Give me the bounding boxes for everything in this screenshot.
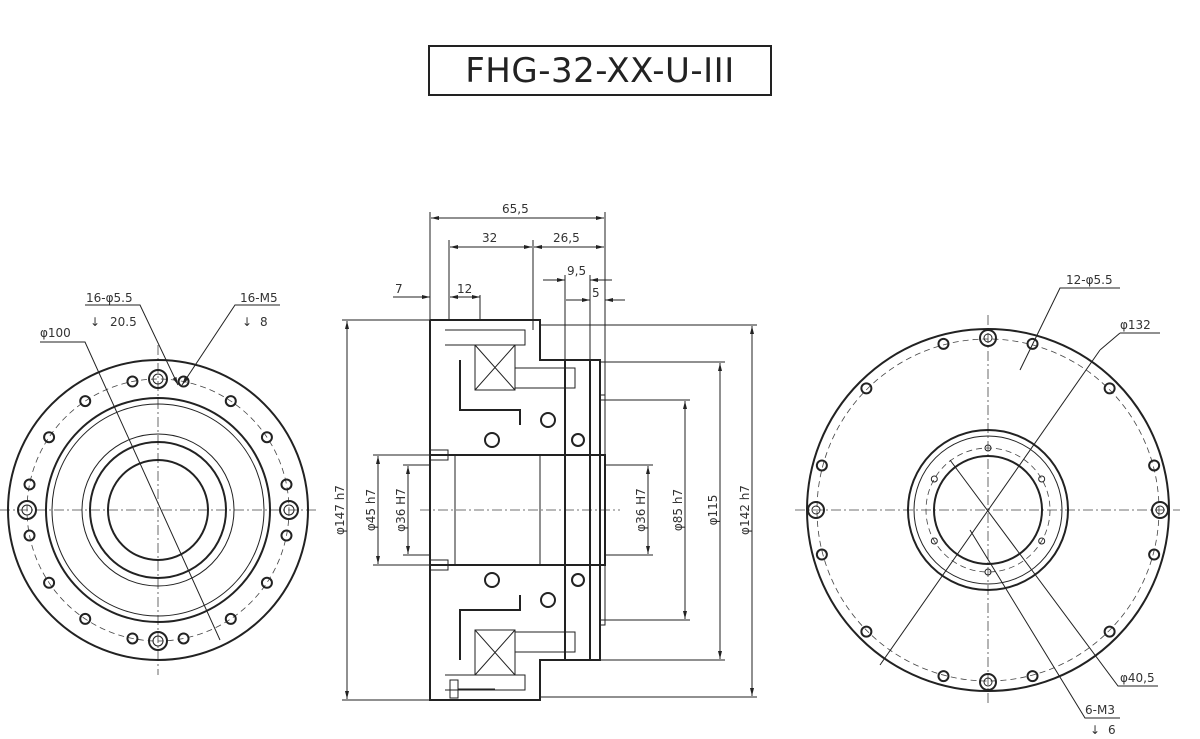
- bolt-hole: [937, 337, 950, 350]
- label-16-M5: 16-M5: [240, 291, 278, 305]
- bolt-hole: [126, 632, 139, 645]
- left-end-view: φ100 16-φ5.5 ↓ 20.5 16-M5 ↓ 8: [0, 291, 318, 675]
- bolt-hole: [43, 431, 56, 444]
- counterbore-hole: [148, 631, 168, 651]
- bolt-holes-left: [17, 369, 299, 651]
- dim-5: 5: [592, 286, 600, 300]
- counterbore-hole: [283, 504, 295, 516]
- bearings: [449, 344, 585, 699]
- counterbore-hole: [152, 635, 164, 647]
- bolt-hole: [860, 382, 873, 395]
- dim-label: φ45 h7: [364, 489, 378, 531]
- label-12-phi5.5: 12-φ5.5: [1066, 273, 1113, 287]
- vertical-dimensions: φ147 h7 φ45 h7 φ36 H7 φ36 H7 φ85 h7 φ115 φ142 …: [333, 319, 757, 701]
- label-depth-20.5: 20.5: [110, 315, 137, 329]
- bolt-hole: [1148, 459, 1161, 472]
- counterbore-hole: [979, 329, 997, 347]
- counterbore-hole: [148, 369, 168, 389]
- bolt-hole: [224, 395, 237, 408]
- leader-phi100: [40, 341, 221, 641]
- bolt-hole: [815, 459, 828, 472]
- bolt-hole: [260, 431, 273, 444]
- bolt-hole: [177, 632, 190, 645]
- counterbore-hole: [152, 373, 164, 385]
- dim-label: φ142 h7: [738, 485, 752, 535]
- label-phi100: φ100: [40, 326, 71, 340]
- depth-symbol-icon: ↓: [90, 315, 100, 329]
- counterbore-hole: [1151, 501, 1169, 519]
- counterbore-hole: [21, 504, 33, 516]
- label-depth-6: 6: [1108, 723, 1116, 737]
- dim-label: φ85 h7: [671, 489, 685, 531]
- bolt-hole: [1026, 670, 1039, 683]
- counterbore-hole: [17, 500, 37, 520]
- counterbore-hole: [1155, 505, 1165, 515]
- dim-12: 12: [457, 282, 472, 296]
- dim-label: φ147 h7: [333, 485, 347, 535]
- leader-16-phi5.5: [85, 304, 179, 386]
- tapped-hole: [1038, 475, 1046, 483]
- bolt-hole: [260, 576, 273, 589]
- depth-symbol-icon: ↓: [242, 315, 252, 329]
- counterbore-hole: [983, 333, 993, 343]
- bolt-hole: [1026, 337, 1039, 350]
- tapped-hole: [930, 475, 938, 483]
- tapped-hole: [930, 537, 938, 545]
- label-6-M3: 6-M3: [1085, 703, 1115, 717]
- tapped-hole: [984, 568, 992, 576]
- bolt-hole: [280, 529, 293, 542]
- bolt-hole: [1103, 382, 1116, 395]
- label-phi40.5: φ40,5: [1120, 671, 1155, 685]
- dim-26.5: 26,5: [553, 231, 580, 245]
- dim-9.5: 9,5: [567, 264, 586, 278]
- dim-label: φ36 H7: [634, 488, 648, 532]
- bolt-hole: [1148, 548, 1161, 561]
- bolt-hole: [177, 375, 190, 388]
- depth-symbol-icon: ↓: [1090, 723, 1100, 737]
- leader-16-M5: [181, 304, 280, 386]
- counterbore-hole: [279, 500, 299, 520]
- counterbore-hole: [983, 677, 993, 687]
- bolt-hole: [23, 529, 36, 542]
- bolt-holes-right: [807, 329, 1169, 691]
- label-depth-8: 8: [260, 315, 268, 329]
- counterbore-hole: [979, 673, 997, 691]
- drawing-title: FHG-32-XX-U-III: [428, 45, 772, 96]
- bolt-hole: [937, 670, 950, 683]
- dim-label: φ115: [706, 495, 720, 526]
- bolt-hole: [23, 478, 36, 491]
- label-16-phi5.5: 16-φ5.5: [86, 291, 133, 305]
- bolt-hole: [280, 478, 293, 491]
- dim-label: φ36 H7: [394, 488, 408, 532]
- tapped-hole: [1038, 537, 1046, 545]
- side-section-view: 65,5 32 26,5 9,5 7 12 5 φ147 h7 φ45 h7 φ36…: [333, 202, 757, 701]
- tapped-hole: [984, 444, 992, 452]
- bolt-hole: [79, 612, 92, 625]
- bolt-hole: [815, 548, 828, 561]
- counterbore-hole: [807, 501, 825, 519]
- counterbore-hole: [811, 505, 821, 515]
- bolt-hole: [79, 395, 92, 408]
- dim-32: 32: [482, 231, 497, 245]
- dim-65.5: 65,5: [502, 202, 529, 216]
- horizontal-dimensions: 65,5 32 26,5 9,5 7 12 5: [393, 202, 625, 395]
- bolt-hole: [43, 576, 56, 589]
- bolt-hole: [224, 612, 237, 625]
- bolt-hole: [126, 375, 139, 388]
- label-phi132: φ132: [1120, 318, 1151, 332]
- bolt-hole: [860, 625, 873, 638]
- bolt-hole: [1103, 625, 1116, 638]
- right-end-view: 12-φ5.5 φ132 φ40,5 6-M3 ↓ 6: [795, 273, 1180, 737]
- dim-7: 7: [395, 282, 403, 296]
